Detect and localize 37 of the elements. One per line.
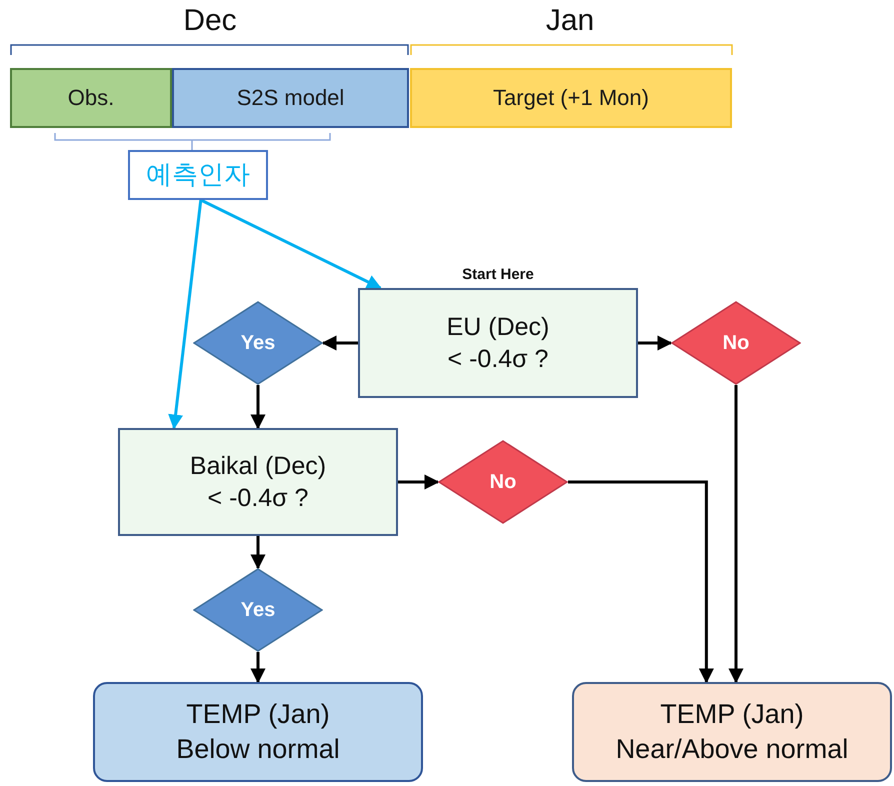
- arrow: [250, 385, 266, 430]
- month-label: Jan: [546, 4, 594, 38]
- arrow: [728, 385, 744, 684]
- timeline-segment: [172, 68, 409, 128]
- decision-label: Yes: [240, 332, 276, 354]
- arrow: [638, 336, 672, 350]
- decision-label: Yes: [240, 598, 276, 622]
- box-text: EU (Dec) < -0.4σ ?: [446, 312, 550, 375]
- start-caption: Start Here: [462, 266, 534, 283]
- timeline-segment: [10, 68, 172, 128]
- arrow: [250, 536, 266, 570]
- month-label: Dec: [183, 4, 237, 38]
- arrow: [250, 652, 266, 684]
- box-text: Baikal (Dec) < -0.4σ ?: [188, 450, 328, 514]
- timeline-segment: [410, 68, 732, 128]
- arrow: [200, 198, 382, 290]
- process-box: [358, 288, 638, 398]
- arrow: [322, 336, 358, 350]
- box-text: Target (+1 Mon): [493, 84, 649, 112]
- decision-diamond: [193, 568, 323, 652]
- box-text: TEMP (Jan) Below normal: [175, 698, 341, 766]
- decision-label: No: [490, 470, 516, 494]
- arrow: [168, 200, 202, 430]
- process-box: [572, 682, 892, 782]
- box-text: S2S model: [236, 84, 344, 112]
- box-text: 예측인자: [146, 158, 250, 192]
- decision-diamond: [671, 301, 801, 385]
- decision-diamond: [438, 440, 568, 524]
- box-text: TEMP (Jan) Near/Above normal: [614, 698, 850, 766]
- arrow: [398, 474, 440, 490]
- process-box: [128, 150, 268, 200]
- arrow: [568, 480, 714, 684]
- decision-label: No: [722, 332, 750, 354]
- process-box: [93, 682, 423, 782]
- box-text: Obs.: [68, 84, 114, 112]
- decision-diamond: [193, 301, 323, 385]
- process-box: [118, 428, 398, 536]
